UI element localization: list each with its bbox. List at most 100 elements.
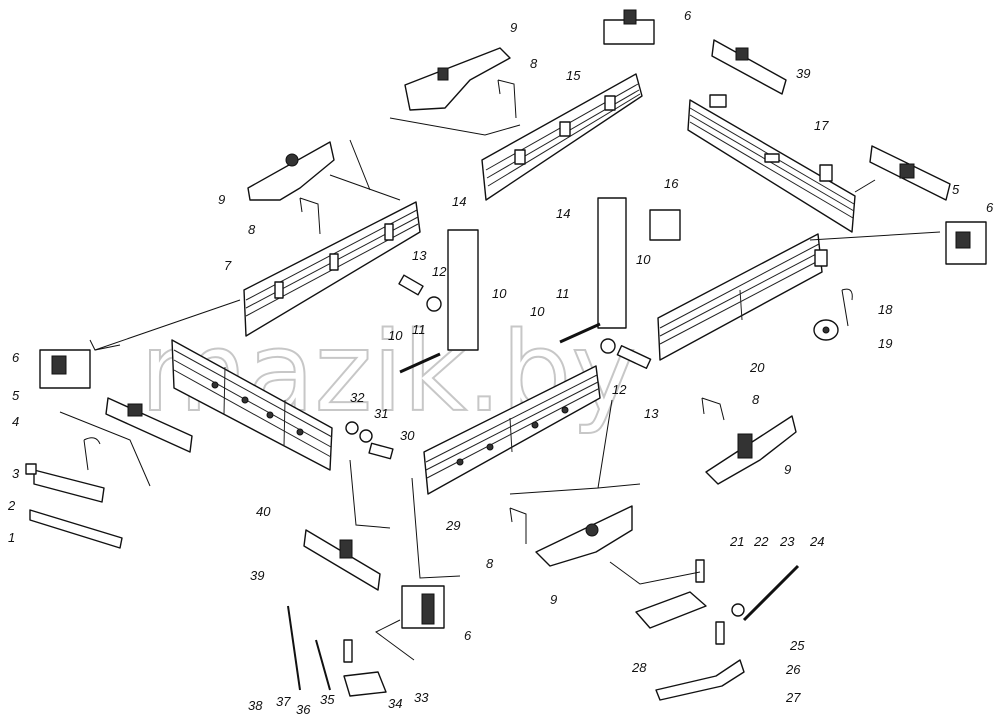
callout-12-a: 12 [432, 264, 447, 279]
washer-12-right [600, 338, 616, 354]
latch-9-right [705, 415, 797, 485]
hinge-6-left [39, 349, 91, 389]
latch-9-bottom [535, 505, 633, 567]
hinge-6-right [945, 221, 987, 265]
hinge-6-top [603, 9, 655, 45]
post-14-right [597, 197, 627, 329]
post-14-left [447, 229, 479, 351]
panel-17 [687, 94, 856, 233]
hinge-5-right [869, 145, 951, 201]
callout-27: 27 [785, 690, 801, 705]
callout-2: 2 [7, 498, 16, 513]
callout-29: 29 [445, 518, 460, 533]
callout-15: 15 [566, 68, 581, 83]
bracket-28 [635, 591, 707, 629]
callout-10-b: 10 [388, 328, 403, 343]
callout-26: 26 [785, 662, 801, 677]
panel-7 [243, 201, 421, 337]
pin-35 [343, 639, 353, 663]
callout-11-b: 11 [556, 286, 570, 301]
bolt-13-left [398, 274, 424, 296]
callout-8-right: 8 [752, 392, 760, 407]
callout-10-d: 10 [636, 252, 651, 267]
hinge-6-bottom [401, 585, 445, 629]
bolt-38 [287, 605, 301, 691]
callout-40: 40 [256, 504, 271, 519]
bracket-2 [33, 469, 105, 503]
callout-39-top: 39 [796, 66, 810, 81]
callout-5-left: 5 [12, 388, 20, 403]
callout-9-top: 9 [510, 20, 517, 35]
latch-9-top [404, 47, 511, 111]
rod-11-left [399, 352, 441, 374]
callout-39-bottom: 39 [250, 568, 264, 583]
lever-26 [655, 659, 745, 701]
bolt-30 [368, 442, 394, 460]
callout-14-b: 14 [556, 206, 570, 221]
callout-16: 16 [664, 176, 679, 191]
callout-23: 23 [779, 534, 795, 549]
bolt-13-right [616, 345, 652, 369]
hinge-5-left [105, 397, 193, 453]
nut-32 [345, 421, 359, 435]
callout-37: 37 [276, 694, 291, 709]
callout-13-a: 13 [412, 248, 427, 263]
rod-11-right [559, 322, 601, 344]
callout-6-bottom: 6 [464, 628, 472, 643]
callout-6-left: 6 [12, 350, 20, 365]
callout-19: 19 [878, 336, 892, 351]
callout-11-a: 11 [412, 322, 426, 337]
washer-22 [731, 603, 745, 617]
callout-33: 33 [414, 690, 429, 705]
callout-20: 20 [749, 360, 765, 375]
washer-12-left [426, 296, 442, 312]
callout-1: 1 [8, 530, 15, 545]
callout-31: 31 [374, 406, 388, 421]
callout-25: 25 [789, 638, 805, 653]
pin-25 [715, 621, 725, 645]
callout-10-a: 10 [492, 286, 507, 301]
callout-7: 7 [224, 258, 232, 273]
callout-8-bottom: 8 [486, 556, 494, 571]
clip-8-right [701, 397, 725, 421]
callout-21: 21 [729, 534, 744, 549]
clip-8-bottom [509, 507, 527, 544]
callout-22: 22 [753, 534, 769, 549]
bracket-33 [343, 671, 387, 697]
pin-21 [695, 559, 705, 583]
callout-30: 30 [400, 428, 415, 443]
callout-35: 35 [320, 692, 335, 707]
hinge-39-top [711, 39, 787, 95]
callout-28: 28 [631, 660, 647, 675]
callout-14-a: 14 [452, 194, 466, 209]
callout-17: 17 [814, 118, 829, 133]
callout-34: 34 [388, 696, 402, 711]
callout-9-bottom: 9 [550, 592, 557, 607]
panel-20 [657, 233, 828, 361]
callout-24: 24 [809, 534, 824, 549]
callout-10-c: 10 [530, 304, 545, 319]
callout-32: 32 [350, 390, 365, 405]
clip-8-left [299, 197, 321, 235]
hinge-39-bottom [303, 529, 381, 591]
bracket-16 [649, 209, 681, 241]
callout-12-b: 12 [612, 382, 627, 397]
callout-labels: 1 2 3 4 5 5 6 6 6 6 7 8 8 8 8 9 9 9 9 10… [7, 8, 994, 717]
callout-18: 18 [878, 302, 893, 317]
callout-3: 3 [12, 466, 20, 481]
washer-19 [813, 319, 839, 341]
callout-8-top: 8 [530, 56, 538, 71]
panel-29 [423, 365, 601, 495]
callout-38: 38 [248, 698, 263, 713]
panel-40 [171, 339, 333, 471]
panel-15 [481, 73, 643, 201]
callout-6-top: 6 [684, 8, 692, 23]
clip-8-top [497, 79, 517, 119]
latch-9-left [247, 141, 335, 201]
callout-5-right: 5 [952, 182, 960, 197]
leader-lines [59, 117, 941, 661]
lever-1 [29, 509, 123, 549]
pin-3 [25, 463, 37, 475]
callout-8-left: 8 [248, 222, 256, 237]
